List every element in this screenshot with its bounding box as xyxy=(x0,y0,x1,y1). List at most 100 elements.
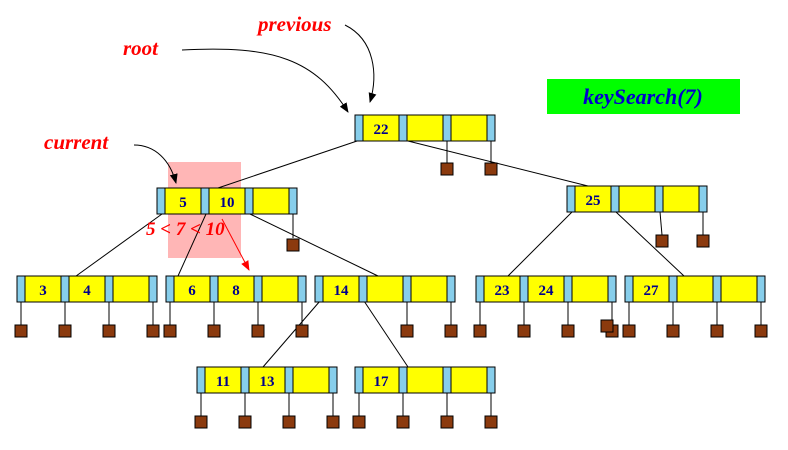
pointer-cell xyxy=(607,275,617,303)
key-label: 13 xyxy=(260,374,275,390)
pointer-cell xyxy=(244,187,254,215)
edge-510-14 xyxy=(249,213,379,277)
null-pointer xyxy=(440,415,454,429)
null-pointer xyxy=(655,234,669,248)
null-pointer xyxy=(440,162,454,176)
pointer-cell xyxy=(297,275,307,303)
edge-14-1113 xyxy=(262,300,321,368)
null-pointer xyxy=(286,238,300,252)
key-label: 3 xyxy=(39,283,47,299)
edge-510-34 xyxy=(64,213,163,285)
pointer-cell xyxy=(654,185,664,213)
null-pointer xyxy=(754,324,768,338)
null-pointer xyxy=(561,324,575,338)
pointer-cell xyxy=(354,114,364,142)
tree-edges xyxy=(64,139,704,368)
pointer-cell xyxy=(16,275,26,303)
root-label: root xyxy=(123,36,159,60)
key-label: 6 xyxy=(188,283,196,299)
null-pointer xyxy=(444,324,458,338)
pointer-cell xyxy=(328,366,338,394)
search-direction-arrow xyxy=(221,218,250,271)
null-pointer xyxy=(14,324,28,338)
key-cell xyxy=(720,275,758,303)
null-pointer xyxy=(326,415,340,429)
key-cell xyxy=(261,275,299,303)
null-pointer xyxy=(295,324,309,338)
null-pointer xyxy=(396,415,410,429)
null-pointer xyxy=(163,324,177,338)
key-label: 5 xyxy=(179,195,187,211)
key-label: 10 xyxy=(220,195,235,211)
operation-label: keySearch(7) xyxy=(583,84,703,109)
key-cell xyxy=(450,366,488,394)
pointer-cell xyxy=(165,275,175,303)
null-pointer xyxy=(400,324,414,338)
key-cell xyxy=(217,275,255,303)
btree-node-22: 22 xyxy=(354,114,496,142)
pointer-cell xyxy=(624,275,634,303)
pointer-cell xyxy=(209,275,219,303)
edge-22-25 xyxy=(403,139,597,189)
key-cell xyxy=(618,185,656,213)
btree-node-14: 14 xyxy=(314,275,458,338)
edge-25-null-a xyxy=(659,211,663,236)
key-cell xyxy=(406,114,444,142)
key-cell xyxy=(410,275,448,303)
key-label: 14 xyxy=(334,283,350,299)
pointer-cell xyxy=(756,275,766,303)
null-pointer xyxy=(102,324,116,338)
key-label: 24 xyxy=(539,283,555,299)
key-cell xyxy=(632,275,670,303)
btree-node-2324: 23 24 xyxy=(473,275,619,338)
null-pointer xyxy=(207,324,221,338)
pointer-cell xyxy=(196,366,206,394)
null-pointer xyxy=(251,324,265,338)
pointer-cell xyxy=(563,275,573,303)
pointer-cell xyxy=(288,187,298,215)
pointer-cell xyxy=(253,275,263,303)
btree-node-27: 27 xyxy=(622,275,768,338)
key-cell xyxy=(662,185,700,213)
key-cell xyxy=(112,275,150,303)
pointer-cell xyxy=(398,366,408,394)
key-cell xyxy=(406,366,444,394)
null-pointer xyxy=(58,324,72,338)
operation-box xyxy=(547,79,740,114)
pointer-cell xyxy=(60,275,70,303)
null-pointer xyxy=(484,415,498,429)
btree-node-17: 17 xyxy=(352,366,498,429)
pointer-cell xyxy=(358,275,368,303)
pointer-cell xyxy=(712,275,722,303)
previous-arrow xyxy=(344,24,377,103)
pointer-cell xyxy=(698,185,708,213)
key-cell xyxy=(362,366,400,394)
pointer-cell xyxy=(156,187,166,215)
key-label: 23 xyxy=(495,283,510,299)
key-label: 8 xyxy=(232,283,240,299)
key-cell xyxy=(248,366,286,394)
btree-node-510: 5 10 xyxy=(156,187,298,215)
null-pointer xyxy=(484,162,498,176)
pointer-cell xyxy=(442,366,452,394)
null-pointer xyxy=(696,234,710,248)
null-pointer xyxy=(238,415,252,429)
null-pointer xyxy=(622,324,636,338)
edge-22-510 xyxy=(217,139,361,189)
current-label: current xyxy=(44,130,109,154)
pointer-cell xyxy=(148,275,158,303)
pointer-cell xyxy=(566,185,576,213)
key-cell xyxy=(292,366,330,394)
key-label: 22 xyxy=(374,122,389,138)
key-cell xyxy=(483,275,521,303)
null-pointer xyxy=(352,415,366,429)
key-cell xyxy=(571,275,609,303)
pointer-cell xyxy=(486,114,496,142)
key-cell xyxy=(208,187,246,215)
null-pointer xyxy=(194,415,208,429)
key-label: 27 xyxy=(644,283,660,299)
pointer-cell xyxy=(486,366,496,394)
